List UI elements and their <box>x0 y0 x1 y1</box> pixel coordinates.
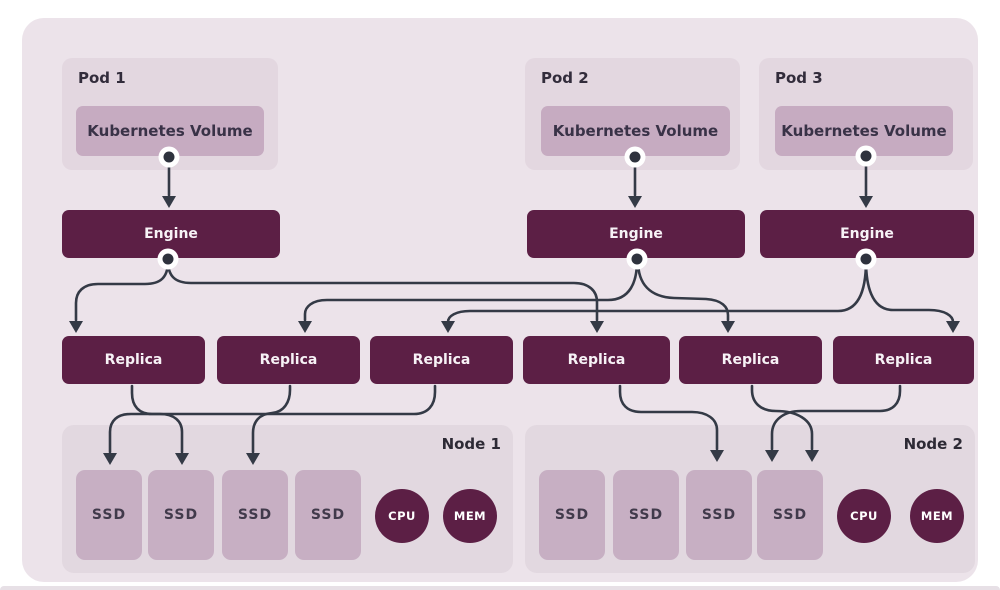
pod-2-label: Pod 2 <box>541 69 589 87</box>
node-1-ssd-4: SSD <box>295 470 361 560</box>
replica-1: Replica <box>62 336 205 384</box>
pod-3-kubernetes-volume: Kubernetes Volume <box>775 106 953 156</box>
engine-3: Engine <box>760 210 974 258</box>
pod-1: Pod 1 Kubernetes Volume <box>62 58 278 170</box>
node-1-label: Node 1 <box>441 435 501 453</box>
pod-3-label: Pod 3 <box>775 69 823 87</box>
node-2-label: Node 2 <box>903 435 963 453</box>
node-2-ssd-1: SSD <box>539 470 605 560</box>
pod-2: Pod 2 Kubernetes Volume <box>525 58 740 170</box>
node-1-ssd-1: SSD <box>76 470 142 560</box>
node-2: Node 2 SSD SSD SSD SSD CPU MEM <box>525 425 975 573</box>
engine-2: Engine <box>527 210 745 258</box>
pod-1-kubernetes-volume: Kubernetes Volume <box>76 106 264 156</box>
engine-1: Engine <box>62 210 280 258</box>
node-2-ssd-3: SSD <box>686 470 752 560</box>
replica-4: Replica <box>523 336 670 384</box>
node-1-ssd-3: SSD <box>222 470 288 560</box>
node-2-ssd-2: SSD <box>613 470 679 560</box>
node-2-cpu-badge: CPU <box>837 489 891 543</box>
node-1-cpu-badge: CPU <box>375 489 429 543</box>
next-section-edge <box>0 586 1000 590</box>
replica-2: Replica <box>217 336 360 384</box>
replica-5: Replica <box>679 336 822 384</box>
node-1-mem-badge: MEM <box>443 489 497 543</box>
node-1: Node 1 SSD SSD SSD SSD CPU MEM <box>62 425 513 573</box>
node-2-mem-badge: MEM <box>910 489 964 543</box>
pod-1-label: Pod 1 <box>78 69 126 87</box>
node-1-ssd-2: SSD <box>148 470 214 560</box>
pod-2-kubernetes-volume: Kubernetes Volume <box>541 106 730 156</box>
replica-3: Replica <box>370 336 513 384</box>
replica-6: Replica <box>833 336 974 384</box>
node-2-ssd-4: SSD <box>757 470 823 560</box>
pod-3: Pod 3 Kubernetes Volume <box>759 58 973 170</box>
